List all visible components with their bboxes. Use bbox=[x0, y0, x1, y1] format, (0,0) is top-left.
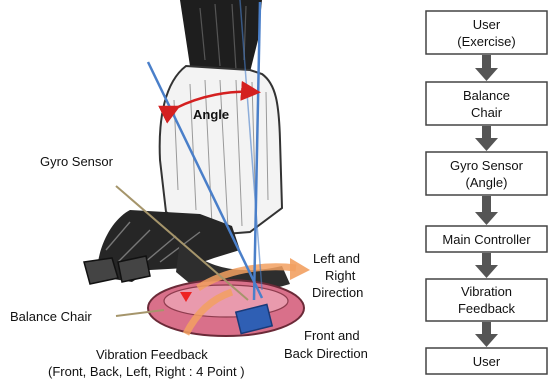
left-right-label-line2: Right bbox=[325, 268, 356, 283]
flow-box-5-line2: Feedback bbox=[458, 301, 516, 316]
flow-arrow-4 bbox=[475, 253, 498, 278]
shoe-shape bbox=[84, 258, 118, 284]
balance-chair-illustration bbox=[148, 280, 304, 336]
flow-box-2-line2: Chair bbox=[471, 105, 503, 120]
left-right-label-line3: Direction bbox=[312, 285, 363, 300]
flow-box-1-line1: User bbox=[473, 17, 501, 32]
gyro-sensor-label: Gyro Sensor bbox=[40, 154, 114, 169]
front-back-label-line2: Back Direction bbox=[284, 346, 368, 361]
flow-arrow-5 bbox=[475, 322, 498, 347]
flow-arrow-1 bbox=[475, 55, 498, 81]
flow-box-3-line1: Gyro Sensor bbox=[450, 158, 524, 173]
flow-box-4-line1: Main Controller bbox=[442, 232, 531, 247]
angle-label: Angle bbox=[193, 107, 229, 122]
left-right-arrowhead bbox=[290, 258, 310, 280]
left-right-label-line1: Left and bbox=[313, 251, 360, 266]
balance-chair-label: Balance Chair bbox=[10, 309, 92, 324]
hair-shape bbox=[180, 0, 262, 76]
flow-arrow-2 bbox=[475, 126, 498, 151]
flow-arrow-3 bbox=[475, 196, 498, 225]
vibration-feedback-label-line2: (Front, Back, Left, Right : 4 Point ) bbox=[48, 364, 245, 379]
flow-box-1-line2: (Exercise) bbox=[457, 34, 516, 49]
front-back-label-line1: Front and bbox=[304, 328, 360, 343]
flowchart: User (Exercise) Balance Chair Gyro Senso… bbox=[426, 11, 547, 374]
flow-box-2-line1: Balance bbox=[463, 88, 510, 103]
flow-box-6-line1: User bbox=[473, 354, 501, 369]
flow-box-3-line2: (Angle) bbox=[466, 175, 508, 190]
flow-box-5-line1: Vibration bbox=[461, 284, 512, 299]
vibration-feedback-label-line1: Vibration Feedback bbox=[96, 347, 208, 362]
